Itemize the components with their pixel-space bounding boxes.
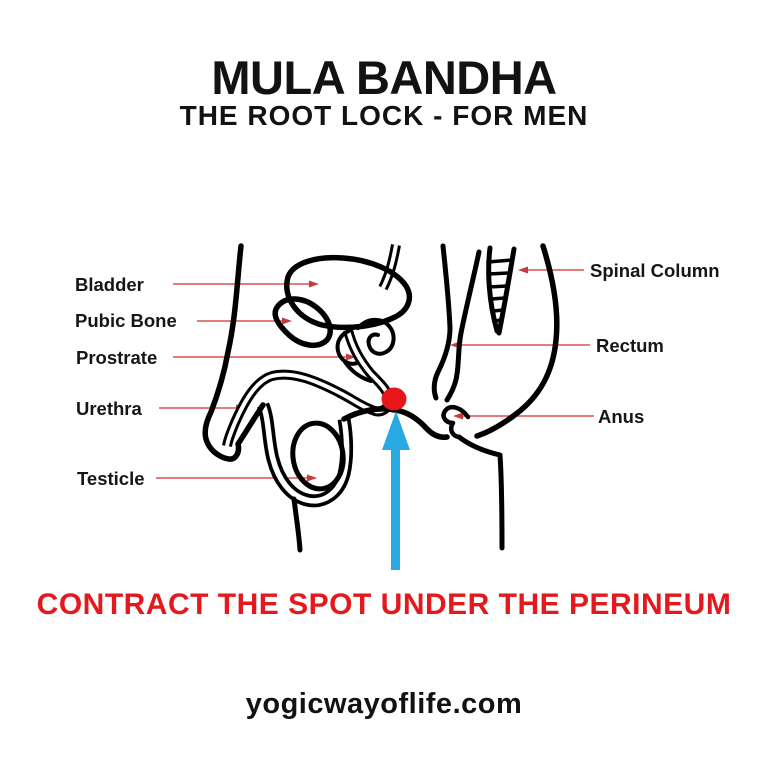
label-prostrate: Prostrate xyxy=(76,347,158,368)
prostate-squiggle-3 xyxy=(343,360,373,383)
page-subtitle: THE ROOT LOCK - FOR MEN xyxy=(179,100,589,131)
website-text: yogicwayoflife.com xyxy=(245,688,523,720)
arrowhead-anus xyxy=(453,412,463,420)
rectum-back-wall xyxy=(444,249,482,403)
scrotum-wall-outer xyxy=(256,402,354,508)
label-pubic-bone: Pubic Bone xyxy=(75,310,177,331)
prostate-squiggle-1 xyxy=(335,329,359,366)
label-urethra: Urethra xyxy=(76,398,142,419)
label-rectum: Rectum xyxy=(596,335,664,356)
label-testicle: Testicle xyxy=(77,468,145,489)
label-anus: Anus xyxy=(598,406,645,427)
scrotum-wall-inner xyxy=(260,403,350,504)
spine-vertebra-hatches xyxy=(486,258,514,323)
arrowhead-testicle xyxy=(307,474,317,482)
arrowhead-spinal-column xyxy=(518,266,528,274)
arrowhead-prostrate xyxy=(346,353,356,361)
instruction-text: CONTRACT THE SPOT UNDER THE PERINEUM xyxy=(36,588,732,621)
pubic-bone-outline xyxy=(272,296,333,349)
abdomen-penis-outline xyxy=(202,243,266,462)
blue-pointer-arrow xyxy=(382,411,410,570)
label-bladder: Bladder xyxy=(75,274,144,295)
red-marker-dot xyxy=(381,387,407,411)
prostate-squiggle-2 xyxy=(356,317,396,356)
arrowhead-bladder xyxy=(309,280,319,288)
spine-right-edge xyxy=(496,246,517,336)
urethra-tube-inner xyxy=(225,329,392,447)
label-spinal-column: Spinal Column xyxy=(590,260,720,281)
spinal-column-outline xyxy=(486,245,517,336)
buttock-outline xyxy=(474,243,560,439)
leader-lines xyxy=(156,269,594,479)
testicle-outline xyxy=(290,420,346,492)
page-title: MULA BANDHA xyxy=(211,51,557,104)
thigh-line-left xyxy=(291,496,303,553)
body-outlines xyxy=(202,243,560,553)
prostate-squiggles xyxy=(335,317,396,383)
ureter-tube-inner xyxy=(381,244,398,289)
tube-outlines xyxy=(222,244,401,508)
anus-outline xyxy=(441,404,471,440)
rectum-front-wall xyxy=(431,243,453,401)
perineum-line xyxy=(341,406,450,440)
arrowhead-pubic-bone xyxy=(282,317,292,325)
bladder-outline xyxy=(284,254,413,331)
thigh-line-right xyxy=(456,434,505,551)
